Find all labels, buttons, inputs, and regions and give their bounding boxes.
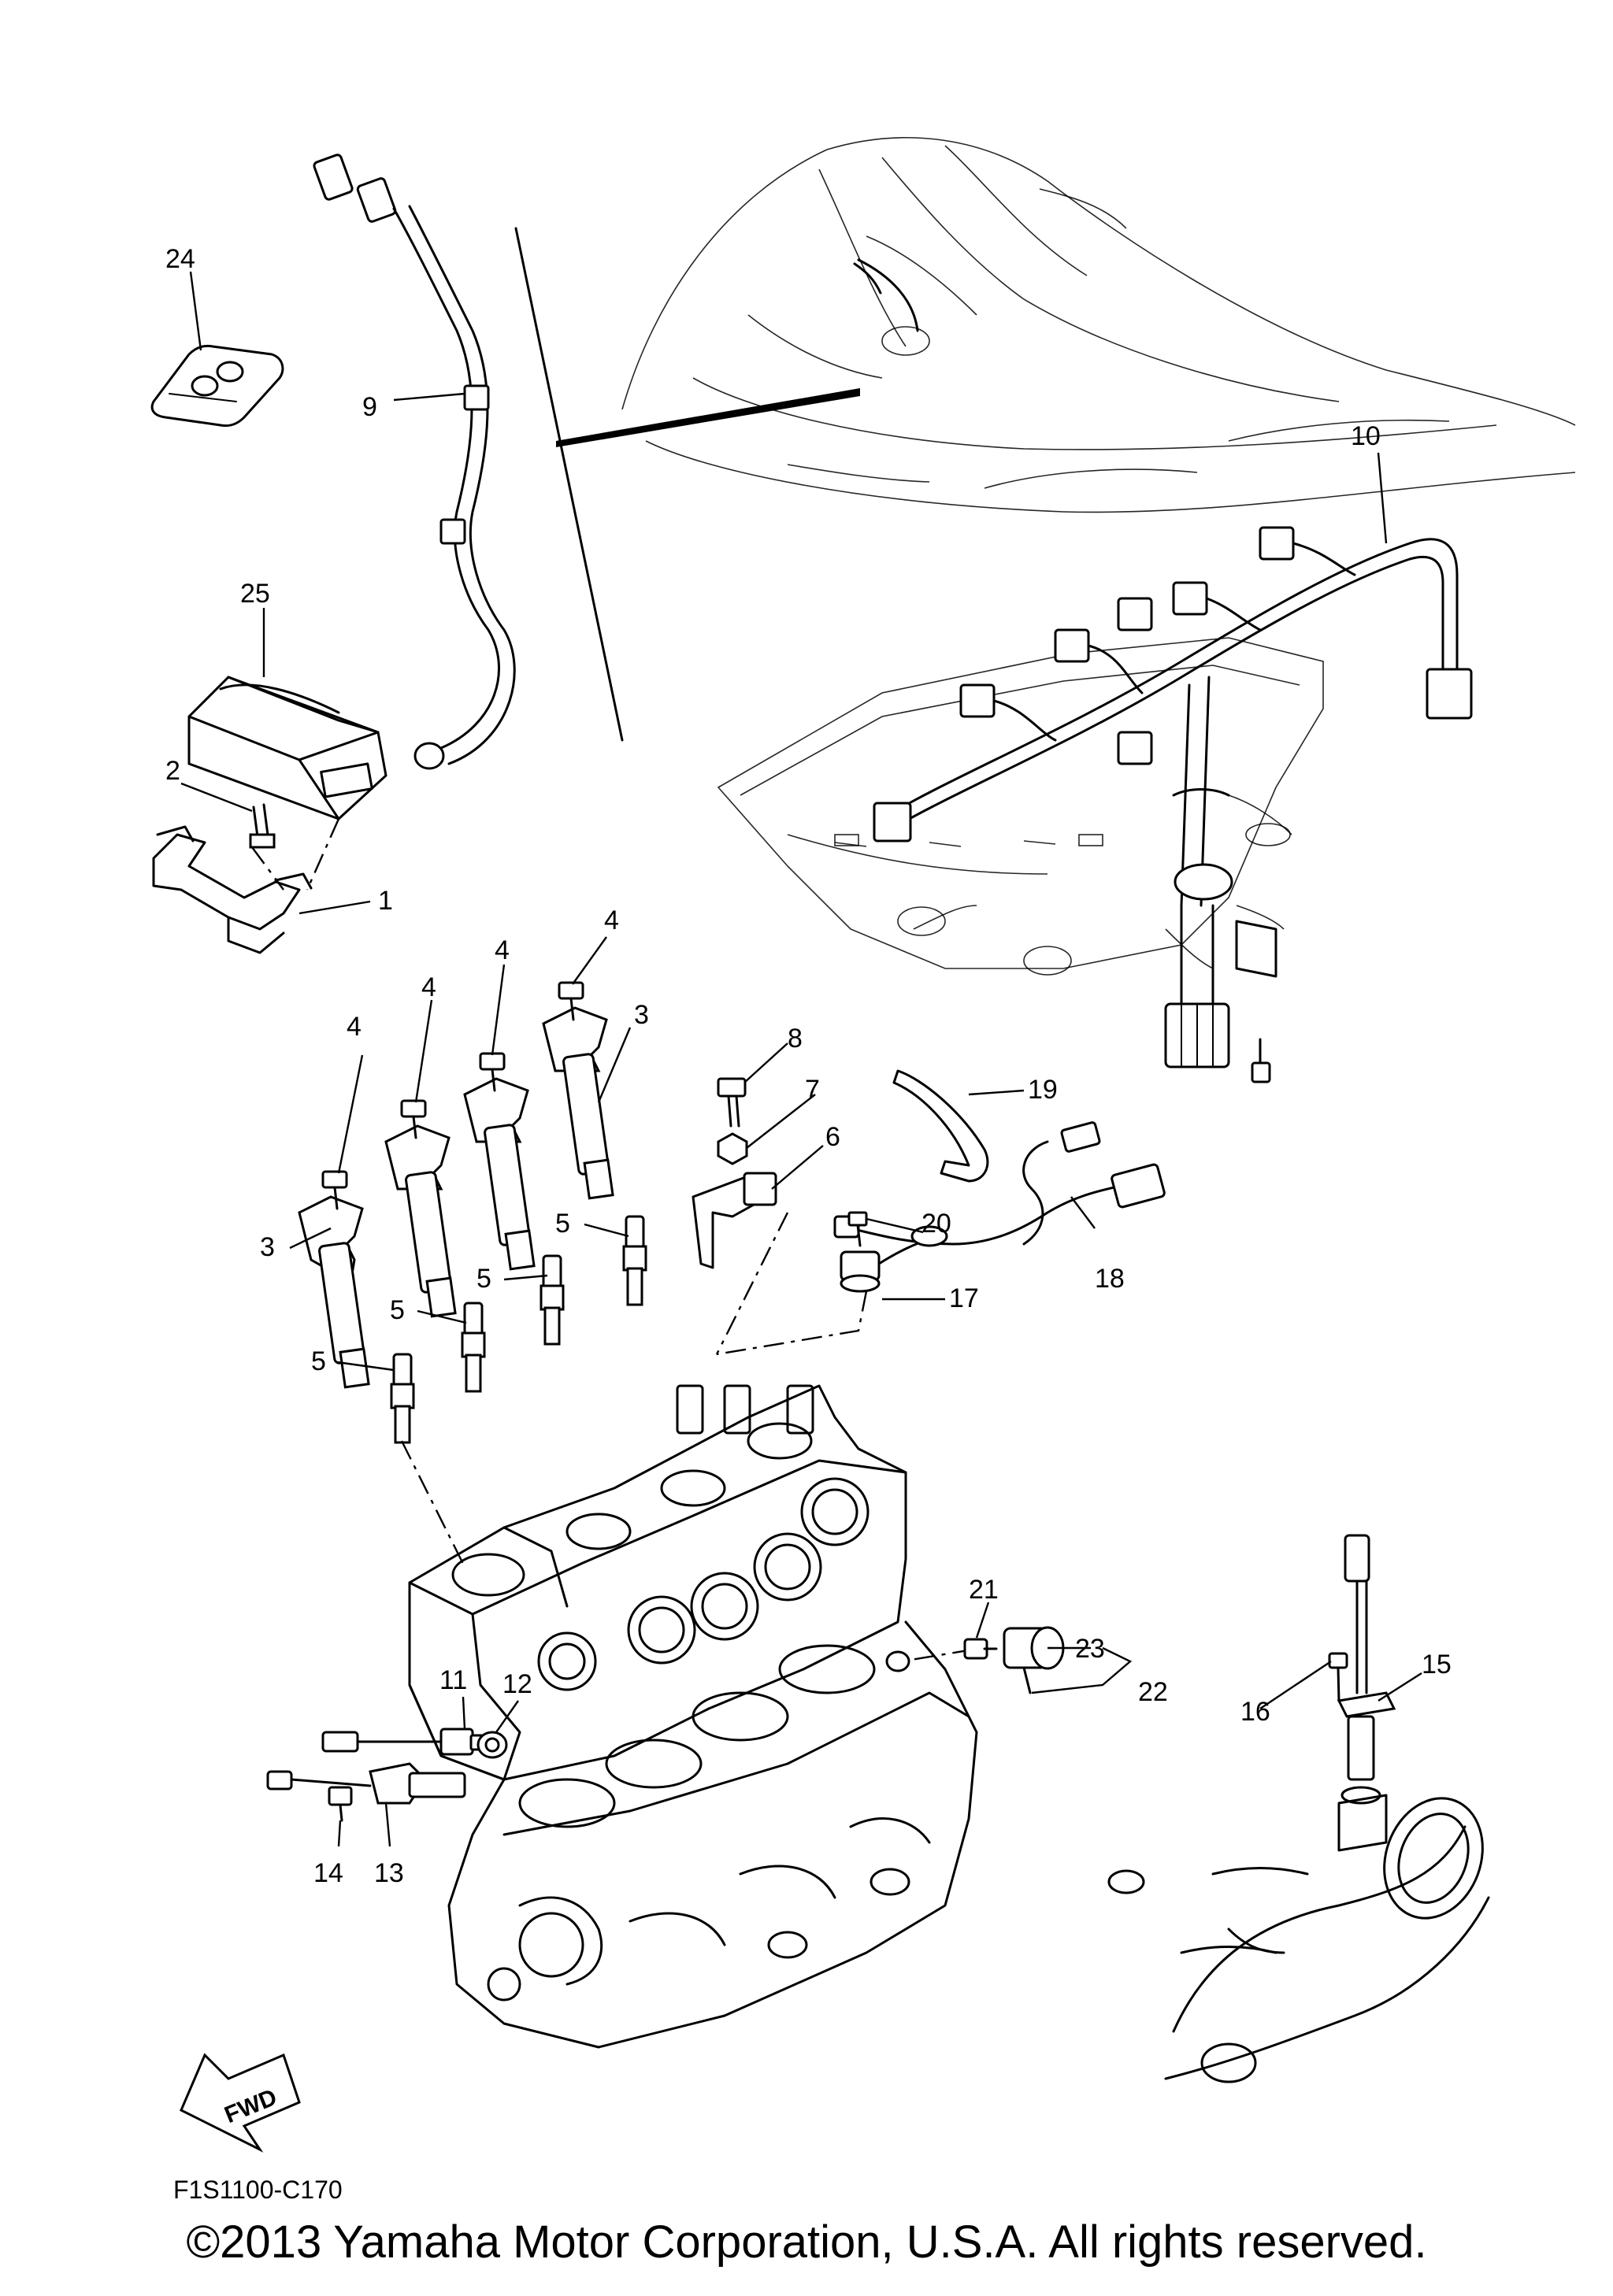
switch-22: [1003, 1626, 1065, 1694]
callout-5b: 5: [476, 1264, 491, 1294]
callout-8: 8: [788, 1024, 803, 1054]
callout-16: 16: [1240, 1697, 1270, 1727]
callout-9: 9: [362, 392, 377, 422]
bracket-1: [152, 825, 313, 954]
callout-21: 21: [969, 1575, 999, 1605]
band-19: [892, 1069, 989, 1183]
callout-7: 7: [805, 1075, 820, 1105]
callout-3a: 3: [634, 1000, 649, 1030]
spark-plugs-5: [390, 1215, 647, 1444]
callout-6: 6: [825, 1122, 840, 1152]
cylinder-head-block: [408, 1384, 978, 2049]
callout-25: 25: [240, 579, 270, 609]
callout-4b: 4: [421, 972, 436, 1002]
callout-23: 23: [1075, 1634, 1105, 1664]
copyright-notice: ©2013 Yamaha Motor Corporation, U.S.A. A…: [186, 2216, 1427, 2268]
gasket-12: [476, 1731, 508, 1759]
callout-17: 17: [949, 1283, 979, 1313]
sensor-15: [1337, 1534, 1396, 1805]
sensor-13: [266, 1762, 466, 1805]
callout-22: 22: [1138, 1677, 1168, 1707]
lead-wire-9: [313, 154, 516, 770]
callout-labels: 24 9 25 2 1 10 4 4 4 4 3 3 8 7 6 19 20 1…: [165, 244, 1452, 2204]
separator-line: [514, 227, 624, 742]
callout-13: 13: [374, 1858, 404, 1888]
callout-5d: 5: [311, 1346, 326, 1376]
callout-2: 2: [165, 756, 180, 786]
callout-1: 1: [378, 886, 393, 916]
callout-20: 20: [921, 1209, 951, 1239]
callout-5c: 5: [390, 1295, 405, 1325]
bolt-2: [249, 803, 276, 849]
callout-4a: 4: [347, 1012, 362, 1042]
gasket-23: [885, 1650, 910, 1672]
throttle-body-illustration: [1107, 1794, 1490, 2083]
sensor-21: [963, 1638, 998, 1660]
bolt-8: [717, 1077, 747, 1128]
sensor-11: [321, 1728, 490, 1756]
remote-transmitter-24: [150, 344, 284, 428]
callout-14: 14: [313, 1858, 343, 1888]
airbox-illustration: [717, 637, 1324, 976]
callout-10: 10: [1351, 421, 1381, 451]
callout-5a: 5: [555, 1209, 570, 1239]
watercraft-hull-illustration: [621, 137, 1576, 513]
wire-harness-10: [873, 526, 1473, 1083]
callout-24: 24: [165, 244, 195, 274]
leader-lines: [180, 271, 1422, 1847]
ignition-coils-3: [298, 1006, 614, 1389]
bracket-6: [692, 1172, 777, 1269]
callout-12: 12: [502, 1669, 532, 1699]
callout-4d: 4: [604, 905, 619, 935]
ecm-unit-25: [187, 676, 387, 820]
nut-7: [717, 1132, 748, 1165]
callout-15: 15: [1422, 1650, 1452, 1679]
callout-3b: 3: [260, 1232, 275, 1262]
callout-19: 19: [1028, 1075, 1058, 1105]
callout-18: 18: [1095, 1264, 1125, 1294]
bolt-16: [1328, 1652, 1348, 1702]
sensor-lead-18: [833, 1121, 1166, 1246]
bolt-14: [328, 1786, 353, 1822]
hull-pointer: [556, 388, 860, 447]
callout-4c: 4: [495, 935, 510, 965]
coil-bolts-4: [321, 981, 584, 1210]
diagram-code: F1S1100-C170: [173, 2176, 343, 2204]
callout-11: 11: [439, 1665, 467, 1695]
fwd-arrow: FWD: [180, 2053, 301, 2153]
